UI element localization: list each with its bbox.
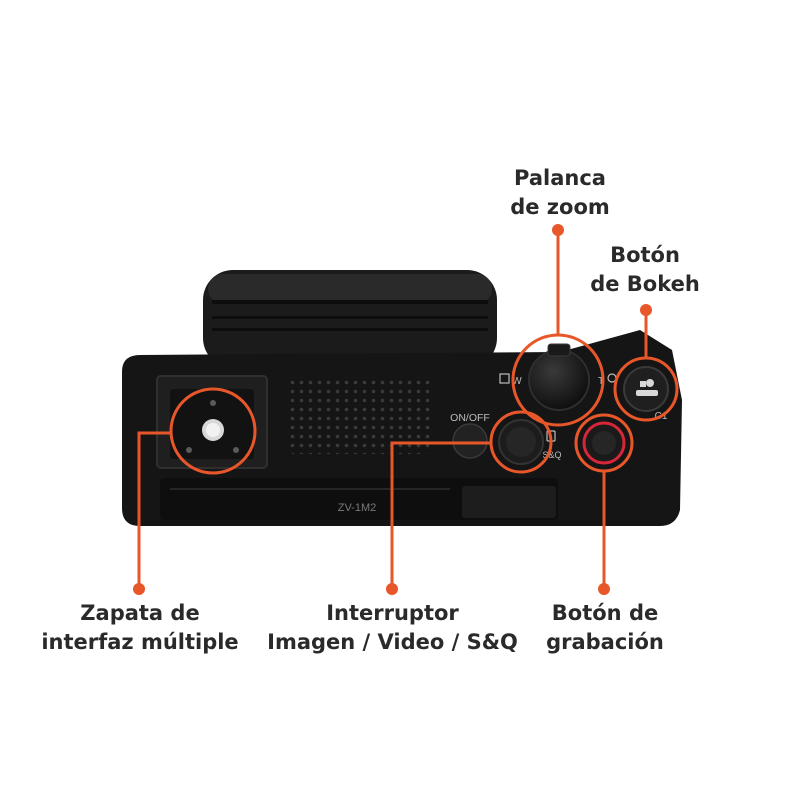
label-mode-switch-line2: Imagen / Video / S&Q — [267, 630, 518, 654]
zoom-tele-text: T — [598, 376, 604, 387]
lens — [203, 270, 497, 368]
mode-callout-dot — [386, 583, 398, 595]
label-bokeh-button-line1: Botón — [610, 243, 680, 267]
label-zoom-lever-line1: Palanca — [514, 166, 606, 190]
on-off-text: ON/OFF — [450, 412, 490, 424]
label-mode-switch: Interruptor Imagen / Video / S&Q — [255, 599, 530, 657]
label-shoe-line1: Zapata de — [80, 601, 200, 625]
zoom-callout-dot — [552, 224, 564, 236]
record-callout-dot — [598, 583, 610, 595]
mode-switch — [498, 419, 544, 465]
zoom-lever — [528, 343, 590, 411]
callout-dots — [133, 224, 652, 595]
label-record-button: Botón de grabación — [530, 599, 680, 657]
model-text: ZV-1M2 — [338, 502, 377, 514]
mode-callout-line — [390, 441, 493, 589]
shoe-callout-dot — [133, 583, 145, 595]
speaker-grille — [288, 378, 430, 454]
zoom-wide-text: W — [512, 376, 522, 387]
power-button — [452, 423, 488, 459]
label-record-line1: Botón de — [551, 601, 659, 625]
record-button — [582, 421, 626, 465]
label-zoom-lever: Palanca de zoom — [470, 164, 650, 222]
shoe-callout-line — [137, 431, 173, 589]
zoom-callout-ring — [511, 333, 605, 427]
label-bokeh-button-line2: de Bokeh — [590, 272, 700, 296]
bokeh-button — [623, 366, 669, 412]
label-mode-switch-line1: Interruptor — [326, 601, 459, 625]
bokeh-callout-ring — [613, 356, 679, 422]
shoe-callout-ring — [169, 387, 257, 475]
callouts — [137, 228, 679, 589]
label-multi-interface-shoe: Zapata de interfaz múltiple — [30, 599, 250, 657]
zoom-wide-icon — [499, 373, 510, 384]
bokeh-callout-dot — [640, 304, 652, 316]
label-record-line2: grabación — [546, 630, 664, 654]
label-bokeh-button: Botón de Bokeh — [570, 241, 720, 299]
sq-text: S&Q — [542, 450, 561, 460]
label-zoom-lever-line2: de zoom — [510, 195, 610, 219]
label-shoe-line2: interfaz múltiple — [41, 630, 239, 654]
